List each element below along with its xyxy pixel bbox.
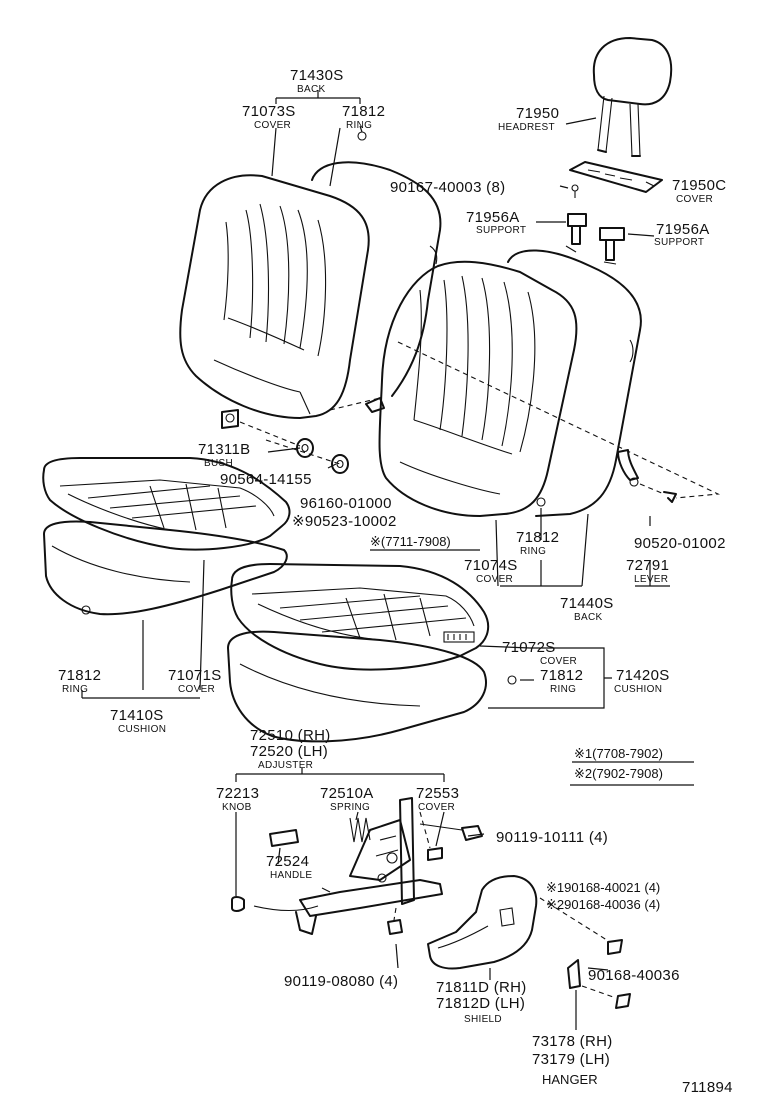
label-90119-08080: 90119-08080 (4)	[284, 973, 398, 990]
label-73179: 73179 (LH)	[532, 1051, 610, 1068]
label-headrest-name: HEADREST	[498, 122, 555, 133]
label-range-2: ※2(7902-7908)	[574, 766, 663, 781]
label-72791: 72791	[626, 557, 669, 574]
label-71420s: 71420S	[616, 667, 670, 684]
label-cover-r-name: COVER	[476, 574, 513, 585]
label-71812d: 71812D (LH)	[436, 995, 525, 1012]
label-72553: 72553	[416, 785, 459, 802]
leader-lines	[81, 90, 694, 1030]
label-ring-right-name: RING	[550, 684, 576, 695]
label-72524: 72524	[266, 853, 309, 870]
label-71812-top: 71812	[342, 103, 385, 120]
label-71074s: 71074S	[464, 557, 518, 574]
label-71072s: 71072S	[502, 639, 556, 656]
bush-drawings	[221, 397, 381, 474]
label-71811d: 71811D (RH)	[436, 979, 527, 996]
label-ring-name: RING	[346, 120, 372, 131]
label-71071s: 71071S	[168, 667, 222, 684]
headrest-drawing	[592, 37, 673, 157]
support-drawings	[565, 213, 625, 265]
shield-drawing	[427, 875, 631, 1009]
label-screw-2: ※290168-40036 (4)	[546, 897, 660, 912]
label-back-r-name: BACK	[574, 612, 602, 623]
label-71956a-r: 71956A	[656, 221, 710, 238]
label-71073s: 71073S	[242, 103, 296, 120]
label-spring-name: SPRING	[330, 802, 370, 813]
label-support-r-name: SUPPORT	[654, 237, 704, 248]
label-90119-10111: 90119-10111 (4)	[496, 829, 608, 846]
label-96160: 96160-01000	[300, 495, 392, 512]
right-cushion-drawing	[227, 563, 517, 743]
label-screw-1: ※190168-40021 (4)	[546, 880, 660, 895]
label-71440s: 71440S	[560, 595, 614, 612]
label-72510a: 72510A	[320, 785, 374, 802]
label-71430s: 71430S	[290, 67, 344, 84]
label-72213: 72213	[216, 785, 259, 802]
label-cushion-l-name: CUSHION	[118, 724, 166, 735]
left-seat-back-drawing	[179, 131, 442, 419]
label-hr-cover-name: COVER	[676, 194, 713, 205]
label-71812-right: 71812	[540, 667, 583, 684]
diagram-id: 711894	[682, 1079, 733, 1096]
label-71410s: 71410S	[110, 707, 164, 724]
label-90167-40003: 90167-40003 (8)	[390, 179, 505, 196]
label-90564: 90564-14155	[220, 471, 312, 488]
label-ring-left-name: RING	[62, 684, 88, 695]
label-cushion-r-name: CUSHION	[614, 684, 662, 695]
label-cover-cush-r-name: COVER	[540, 656, 577, 667]
label-range-1: ※1(7708-7902)	[574, 746, 663, 761]
label-ring-mid-name: RING	[520, 546, 546, 557]
headrest-cover-drawing	[569, 161, 663, 198]
label-back-name: BACK	[297, 84, 325, 95]
label-adj-cover-name: COVER	[418, 802, 455, 813]
label-range-7711: ※(7711-7908)	[370, 534, 451, 549]
label-shield-name: SHIELD	[464, 1014, 502, 1025]
label-hanger-name: HANGER	[542, 1072, 598, 1087]
label-cover-name: COVER	[254, 120, 291, 131]
label-lever-name: LEVER	[634, 574, 668, 585]
part-labels: 71430S BACK 71073S COVER 71812 RING 7195…	[58, 67, 733, 1096]
label-90168-40036: 90168-40036	[588, 967, 680, 984]
label-71311b: 71311B	[198, 441, 250, 458]
right-seat-back-drawing	[378, 249, 721, 517]
label-knob-name: KNOB	[222, 802, 252, 813]
label-90523: ※90523-10002	[292, 513, 397, 530]
label-bush-name: BUSH	[204, 458, 233, 469]
label-71812-left: 71812	[58, 667, 101, 684]
label-72510-rh: 72510 (RH)	[250, 727, 331, 744]
label-adjuster-name: ADJUSTER	[258, 760, 313, 771]
label-71950c: 71950C	[672, 177, 726, 194]
label-cover-cush-l-name: COVER	[178, 684, 215, 695]
label-71950: 71950	[516, 105, 559, 122]
left-cushion-drawing	[42, 457, 291, 616]
label-handle-name: HANDLE	[270, 870, 312, 881]
label-90520: 90520-01002	[634, 535, 726, 552]
adjuster-drawing	[231, 797, 483, 935]
label-72520-lh: 72520 (LH)	[250, 743, 328, 760]
label-71812-mid: 71812	[516, 529, 559, 546]
label-support-l-name: SUPPORT	[476, 225, 526, 236]
label-71956a-l: 71956A	[466, 209, 520, 226]
label-73178: 73178 (RH)	[532, 1033, 613, 1050]
